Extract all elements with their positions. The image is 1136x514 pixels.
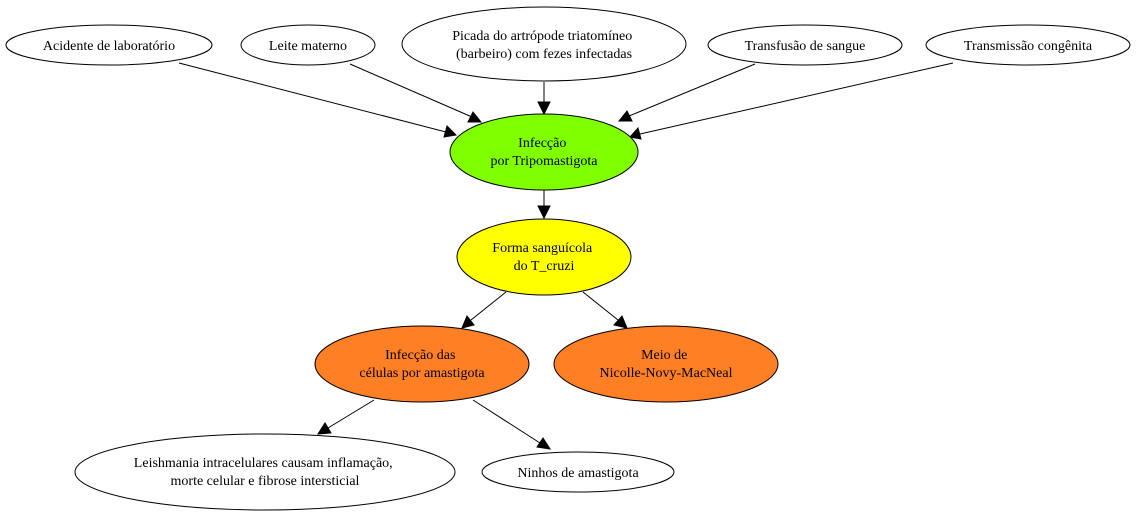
node-label: Leishmania intracelulares causam inflama…	[134, 456, 396, 489]
node-shape	[553, 325, 779, 403]
arrowhead-amastigota-to-ninhos	[536, 437, 552, 450]
node-transmissao-congenita: Transmissão congênita	[925, 24, 1131, 66]
node-leite-materno: Leite materno	[240, 24, 376, 66]
node-shape	[401, 6, 687, 82]
edges-layer	[178, 62, 954, 450]
node-shape	[5, 24, 213, 66]
arrowhead-sanguicola-to-meio	[613, 315, 628, 329]
node-shape	[240, 24, 376, 66]
node-shape	[449, 113, 639, 191]
node-shape	[481, 451, 675, 493]
node-meio-nnn: Meio de Nicolle-Novy-MacNeal	[553, 325, 779, 403]
edge-transfusao-to-infeccao	[628, 63, 756, 117]
arrowhead-amastigota-to-leishmania	[317, 422, 332, 435]
node-label: Forma sanguícola do T_cruzi	[492, 241, 595, 274]
nodes-layer: Acidente de laboratório Leite materno Pi…	[5, 6, 1131, 511]
edge-amastigota-to-ninhos	[472, 399, 541, 444]
node-forma-sanguicola: Forma sanguícola do T_cruzi	[456, 218, 632, 296]
node-label: Leite materno	[269, 39, 347, 54]
node-acidente-de-laboratorio: Acidente de laboratório	[5, 24, 213, 66]
edge-acidente-to-infeccao	[178, 62, 447, 133]
arrowhead-sanguicola-to-amastigota	[461, 315, 475, 329]
node-infeccao-das-celulas: Infecção das células por amastigota	[314, 325, 530, 403]
node-label: Infecção das células por amastigota	[359, 348, 485, 381]
node-label: Transmissão congênita	[964, 39, 1093, 54]
node-ninhos-de-amastigota: Ninhos de amastigota	[481, 451, 675, 493]
edge-sanguicola-to-meio	[582, 291, 619, 321]
node-label: Picada do artrópode triatomíneo (barbeir…	[452, 29, 636, 62]
node-label: Acidente de laboratório	[43, 39, 175, 54]
arrowhead-infeccao-to-sanguicola	[537, 205, 551, 220]
arrowhead-congenita-to-infeccao	[629, 126, 642, 140]
node-shape	[456, 218, 632, 296]
node-picada-do-barbeiro: Picada do artrópode triatomíneo (barbeir…	[401, 6, 687, 82]
arrowhead-leite-to-infeccao	[467, 111, 483, 123]
arrowhead-acidente-to-infeccao	[443, 125, 458, 138]
node-label: Meio de Nicolle-Novy-MacNeal	[600, 348, 733, 381]
node-infeccao-por-tripomastigota: Infecção por Tripomastigota	[449, 113, 639, 191]
node-shape	[925, 24, 1131, 66]
edge-sanguicola-to-amastigota	[470, 291, 507, 321]
node-transfusao-de-sangue: Transfusão de sangue	[707, 24, 903, 66]
node-shape	[314, 325, 530, 403]
arrowhead-picada-to-infeccao	[537, 101, 551, 116]
node-shape	[74, 433, 456, 511]
edge-congenita-to-infeccao	[639, 62, 954, 135]
edge-leite-to-infeccao	[349, 63, 473, 118]
edge-amastigota-to-leishmania	[327, 399, 375, 429]
node-label: Ninhos de amastigota	[517, 466, 639, 481]
node-shape	[707, 24, 903, 66]
node-leishmania-intracelulares: Leishmania intracelulares causam inflama…	[74, 433, 456, 511]
node-label: Transfusão de sangue	[745, 39, 866, 54]
node-label: Infecção por Tripomastigota	[491, 136, 599, 169]
arrowhead-transfusao-to-infeccao	[617, 110, 633, 122]
